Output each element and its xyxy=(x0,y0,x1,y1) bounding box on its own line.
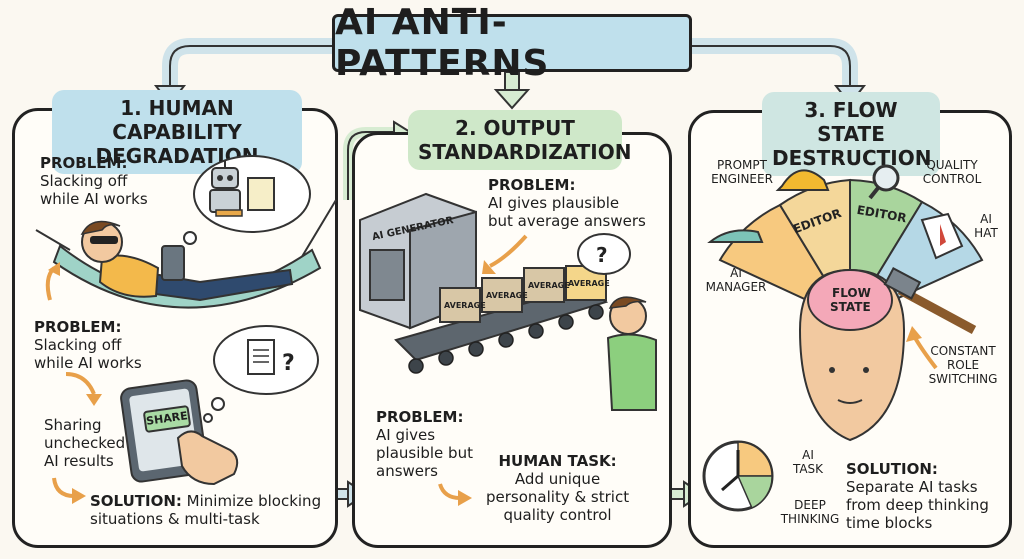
role-label: CONTROL xyxy=(922,172,982,186)
sharing-text: Sharing xyxy=(44,416,102,434)
problem-label: PROBLEM: xyxy=(376,408,464,426)
problem-text: but average answers xyxy=(488,212,646,230)
role-label: HAT xyxy=(974,226,998,240)
panel3-solution: SOLUTION: Separate AI tasks from deep th… xyxy=(846,460,989,532)
task-text: Add unique xyxy=(514,470,601,488)
document-icon xyxy=(247,339,275,375)
solution-text: Separate AI tasks xyxy=(846,478,978,496)
solution-text: Minimize blocking xyxy=(186,492,322,510)
solution-label: SOLUTION: xyxy=(846,460,938,478)
problem-label: PROBLEM: xyxy=(488,176,576,194)
panel2-problem1: PROBLEM: AI gives plausible but average … xyxy=(488,176,646,230)
box-label: AVERAGE xyxy=(486,291,528,300)
role-ai-hat: AI HAT xyxy=(968,212,1004,240)
doc-question-mark: ? xyxy=(282,351,295,376)
solution-label: SOLUTION: xyxy=(90,492,182,510)
sharing-text: unchecked xyxy=(44,434,126,452)
constant-role-switching: CONSTANT ROLE SWITCHING xyxy=(918,344,1008,386)
orange-arrow-icon xyxy=(438,483,472,506)
panel3-title: 3. FLOW STATE DESTRUCTION xyxy=(762,92,940,176)
constant-label: CONSTANT xyxy=(930,344,996,358)
cap-icon xyxy=(707,229,764,243)
problem-text: AI gives plausible xyxy=(488,194,620,212)
sunglasses-icon xyxy=(90,236,118,244)
flow-state-illustration: EDITOR EDITOR FLOW STATE xyxy=(707,164,984,442)
panel1-problem1: PROBLEM: Slacking off while AI works xyxy=(40,154,148,208)
constant-label: SWITCHING xyxy=(928,372,998,386)
role-label: ENGINEER xyxy=(711,172,773,186)
problem-label: PROBLEM: xyxy=(34,318,122,336)
clock-label: THINKING xyxy=(780,512,840,526)
solution-text: time blocks xyxy=(846,514,933,532)
solution-text: situations & multi-task xyxy=(90,510,260,528)
share-illustration: ? xyxy=(120,325,319,486)
clock-deep-thinking: DEEP THINKING xyxy=(778,498,842,526)
panel2-title-line1: 2. OUTPUT xyxy=(455,116,575,140)
orange-arrow-icon xyxy=(52,477,86,504)
task-label: HUMAN TASK: xyxy=(498,452,617,470)
clipboard-icon xyxy=(247,177,275,211)
problem-text: answers xyxy=(376,462,438,480)
brain-icon xyxy=(807,269,893,331)
role-prompt-engineer: PROMPT ENGINEER xyxy=(700,158,784,186)
page-title: AI ANTI-PATTERNS xyxy=(332,2,692,84)
task-text: personality & strict xyxy=(486,488,630,506)
hard-hat-icon xyxy=(775,169,830,191)
question-mark: ? xyxy=(596,243,608,267)
role-quality-control: QUALITY CONTROL xyxy=(912,158,992,186)
sharing-text: AI results xyxy=(44,452,114,470)
thought-cloud xyxy=(577,233,631,275)
panel2-title: 2. OUTPUT STANDARDIZATION xyxy=(408,110,632,170)
clock-icon xyxy=(702,440,774,512)
role-ai-manager: AI MANAGER xyxy=(696,266,776,294)
clock-label: TASK xyxy=(792,462,824,476)
clock-label: DEEP xyxy=(794,498,826,512)
role-label: MANAGER xyxy=(705,280,767,294)
panel1-problem2: PROBLEM: Slacking off while AI works xyxy=(34,318,142,372)
clock-label: AI xyxy=(802,448,814,462)
problem-text: while AI works xyxy=(34,354,142,372)
ai-generator-illustration: AI GENERATOR AVERAGE AVERAGE AVERAGE AVE… xyxy=(359,192,657,411)
panel2-title-line2: STANDARDIZATION xyxy=(418,140,632,164)
clock-ai-task: AI TASK xyxy=(786,448,830,476)
panel3-title-line1: 3. FLOW STATE xyxy=(804,98,898,146)
problem-text: Slacking off xyxy=(40,172,128,190)
role-label: QUALITY xyxy=(926,158,978,172)
problem-label: PROBLEM: xyxy=(40,154,128,172)
hand-icon xyxy=(176,430,239,486)
brain-label: STATE xyxy=(830,300,871,314)
task-text: quality control xyxy=(503,506,612,524)
role-label: AI xyxy=(730,266,742,280)
average-box xyxy=(439,267,565,323)
panel1-title-line1: 1. HUMAN CAPABILITY xyxy=(112,96,242,144)
box-label: AVERAGE xyxy=(568,279,610,288)
role-label: AI xyxy=(980,212,992,226)
box-label: AVERAGE xyxy=(444,301,486,310)
constant-label: ROLE xyxy=(946,358,980,372)
solution-text: from deep thinking xyxy=(846,496,989,514)
box-label: AVERAGE xyxy=(528,281,570,290)
panel2-problem2: PROBLEM: AI gives plausible but answers xyxy=(376,408,473,480)
tablet-icon xyxy=(161,245,185,281)
magnifier-icon xyxy=(872,164,900,192)
problem-text: plausible but xyxy=(376,444,473,462)
robot-icon xyxy=(209,160,243,217)
problem-text: while AI works xyxy=(40,190,148,208)
brain-label: FLOW xyxy=(832,286,871,300)
problem-text: Slacking off xyxy=(34,336,122,354)
role-label: PROMPT xyxy=(717,158,767,172)
hammock-illustration xyxy=(35,155,337,309)
panel2-human-task: HUMAN TASK: Add unique personality & str… xyxy=(486,452,629,524)
panel3-title-line2: DESTRUCTION xyxy=(772,146,932,170)
panel1-sharing: Sharing unchecked AI results xyxy=(44,416,125,470)
problem-text: AI gives xyxy=(376,426,436,444)
orange-arrow-icon xyxy=(65,372,102,406)
panel1-solution: SOLUTION: Minimize blocking situations &… xyxy=(90,492,321,528)
